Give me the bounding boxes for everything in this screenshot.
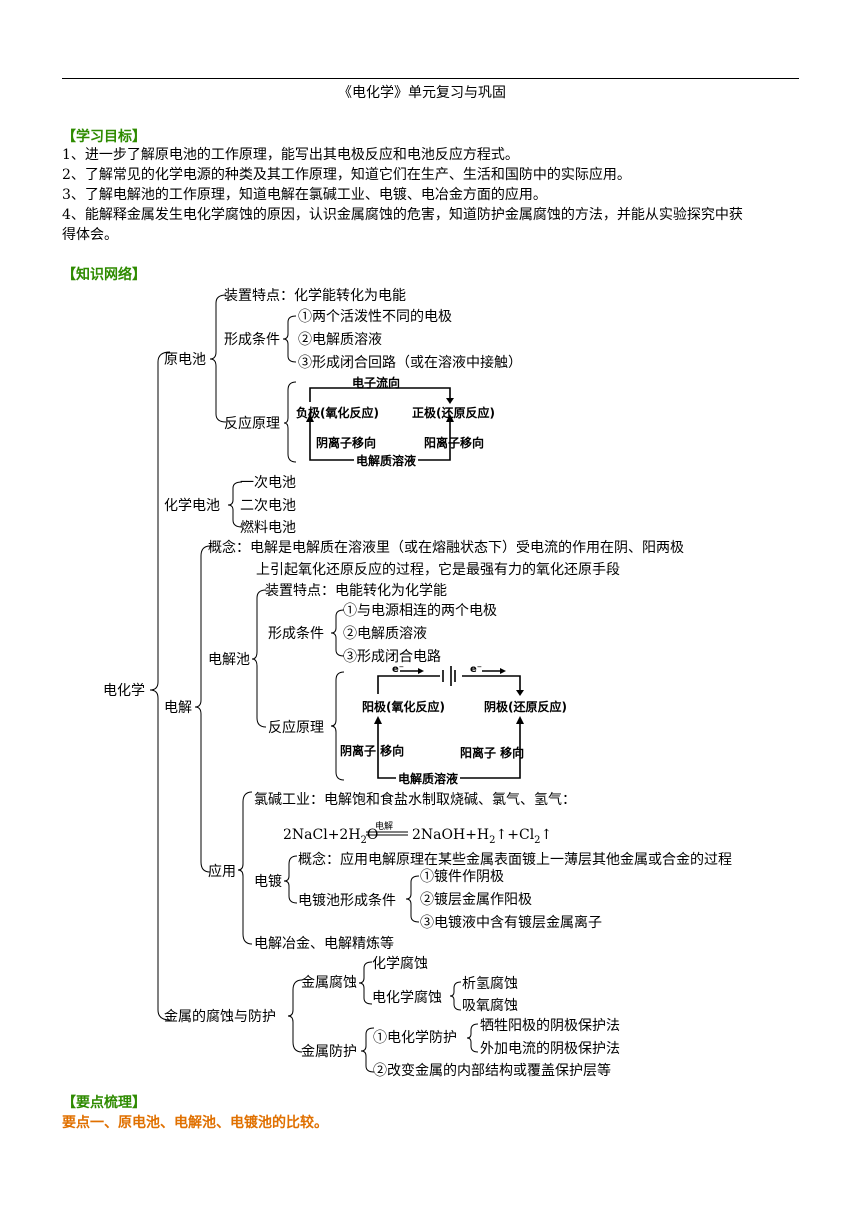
battery-item: 燃料电池	[240, 520, 296, 536]
plating-cond: ①镀件作阴极	[420, 869, 504, 885]
plating-cond: ②镀层金属作阳极	[420, 892, 532, 908]
equation-equals	[366, 831, 408, 836]
equation-left: 2NaCl+2H	[283, 827, 361, 843]
plating-cond: ③电镀液中含有镀层金属离子	[420, 915, 602, 931]
galvanic-device: 装置特点：化学能转化为电能	[224, 288, 406, 304]
battery-item: 二次电池	[240, 498, 296, 514]
equation: 2NaCl+2H2O	[283, 827, 379, 846]
diagram-electron-flow: 电子流向	[352, 376, 401, 390]
protection-method: 牺牲阳极的阴极保护法	[480, 1018, 620, 1034]
electrolysis-concept: 概念：电解是电解质在溶液里（或在熔融状态下）受电流的作用在阴、阳两极	[208, 540, 684, 556]
battery-item: 一次电池	[240, 475, 296, 491]
corrosion-type: 吸氧腐蚀	[462, 998, 518, 1014]
chem-battery-label: 化学电池	[164, 498, 220, 514]
diagram-anode: 阳极(氧化反应)	[362, 700, 445, 714]
electrolysis-diagram-arrows	[374, 668, 524, 724]
diagram-positive: 正极(还原反应)	[412, 406, 495, 420]
diagram-electrolyte: 电解质溶液	[396, 770, 461, 787]
diagram-anion: 阴离子 移向	[340, 744, 405, 758]
goal-item: 2、了解常见的化学电源的种类及其工作原理，知道它们在生产、生活和国防中的实际应用…	[62, 167, 631, 183]
diagram-electron-1: e⁻	[392, 664, 405, 675]
goal-item: 4、能解释金属发生电化学腐蚀的原因，认识金属腐蚀的危害，知道防护金属腐蚀的方法，…	[62, 207, 743, 223]
galvanic-diagram-arrows	[306, 398, 454, 422]
protection-method: 外加电流的阴极保护法	[480, 1041, 620, 1057]
electrolytic-cond: ③形成闭合电路	[343, 649, 441, 665]
galvanic-cond: ②电解质溶液	[298, 332, 382, 348]
chemical-corrosion: 化学腐蚀	[372, 956, 428, 972]
galvanic-cond: ③形成闭合回路（或在溶液中接触）	[298, 355, 522, 371]
electrolytic-device: 装置特点：电能转化为化学能	[265, 583, 447, 599]
header-rule	[62, 78, 799, 79]
points-heading: 【要点梳理】	[62, 1095, 146, 1111]
goal-item: 得体会。	[62, 227, 118, 243]
plating-label: 电镀	[254, 874, 282, 890]
electrolysis-label: 电解	[164, 700, 192, 716]
plating-cond-label: 电镀池形成条件	[298, 893, 396, 909]
metallurgy: 电解冶金、电解精炼等	[254, 936, 394, 952]
galvanic-label: 原电池	[164, 352, 206, 368]
goal-item: 1、进一步了解原电池的工作原理，能写出其电极反应和电池反应方程式。	[62, 147, 519, 163]
chlor-alkali: 氯碱工业：电解饱和食盐水制取烧碱、氯气、氢气：	[254, 792, 576, 808]
diagram-negative: 负极(氧化反应)	[296, 406, 379, 420]
goal-item: 3、了解电解池的工作原理，知道电解在氯碱工业、电镀、电冶金方面的应用。	[62, 187, 547, 203]
electrolytic-cell-label: 电解池	[208, 652, 250, 668]
electrochemical-corrosion: 电化学腐蚀	[372, 990, 442, 1006]
diagram-anion: 阴离子移向	[316, 436, 377, 450]
application-label: 应用	[208, 864, 236, 880]
plating-concept: 概念：应用电解原理在某些金属表面镀上一薄层其他金属或合金的过程	[298, 852, 732, 868]
diagram-electron-2: e⁻	[470, 664, 483, 675]
electrolytic-cond: ②电解质溶液	[343, 626, 427, 642]
electrolysis-concept: 上引起氧化还原反应的过程，它是最强有力的氧化还原手段	[256, 562, 620, 578]
electrolysis-diagram-lines	[377, 666, 521, 779]
goals-heading: 【学习目标】	[62, 129, 146, 145]
diagram-cation: 阳离子移向	[424, 436, 485, 450]
galvanic-cond-label: 形成条件	[224, 332, 280, 348]
corrosion-sub-label: 金属腐蚀	[301, 975, 357, 991]
galvanic-principle-label: 反应原理	[224, 416, 280, 432]
electrolytic-cond-label: 形成条件	[268, 626, 324, 642]
root-label: 电化学	[103, 683, 145, 699]
diagram-cathode: 阴极(还原反应)	[484, 700, 567, 714]
corrosion-label: 金属的腐蚀与防护	[164, 1009, 276, 1025]
electrolytic-principle-label: 反应原理	[268, 720, 324, 736]
equation-condition: 电解	[375, 822, 394, 832]
page-title: 《电化学》单元复习与巩固	[338, 85, 506, 101]
corrosion-type: 析氢腐蚀	[462, 976, 518, 992]
structural-protection: ②改变金属的内部结构或覆盖保护层等	[373, 1063, 611, 1079]
electrochemical-protection: ①电化学防护	[373, 1030, 457, 1046]
diagram-cation: 阳离子 移向	[460, 746, 525, 760]
equation-right: 2NaOH+H2↑+Cl2↑	[412, 827, 553, 846]
electrolytic-cond: ①与电源相连的两个电极	[343, 603, 497, 619]
point-one: 要点一、原电池、电解池、电镀池的比较。	[62, 1115, 328, 1131]
network-heading: 【知识网络】	[62, 267, 146, 283]
diagram-electrolyte: 电解质溶液	[354, 452, 419, 469]
protection-label: 金属防护	[301, 1044, 357, 1060]
galvanic-cond: ①两个活泼性不同的电极	[298, 309, 452, 325]
